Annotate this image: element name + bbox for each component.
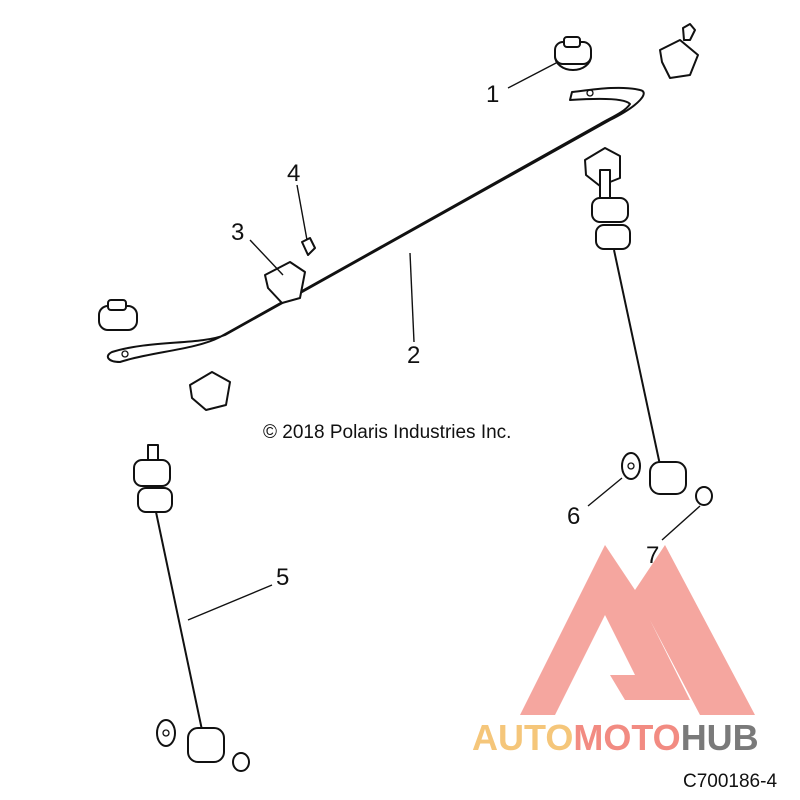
diagram-code: C700186-4 bbox=[683, 771, 777, 792]
callout-5: 5 bbox=[276, 564, 289, 591]
clamp-lower-left bbox=[189, 371, 231, 411]
leader-5 bbox=[187, 584, 273, 621]
callout-4: 4 bbox=[287, 160, 300, 187]
watermark-logo bbox=[520, 545, 755, 715]
callout-6: 6 bbox=[567, 503, 580, 530]
nut-left bbox=[232, 752, 250, 772]
sway-bar bbox=[106, 86, 645, 363]
leader-lines bbox=[187, 61, 701, 621]
clamp-center bbox=[264, 237, 316, 304]
bushing-left bbox=[98, 299, 138, 331]
bushing-top-right bbox=[554, 36, 592, 71]
leader-3 bbox=[249, 239, 284, 276]
callout-7: 7 bbox=[646, 542, 659, 569]
watermark-wordmark: AUTOMOTOHUB bbox=[472, 717, 759, 758]
watermark-word-auto: AUTO bbox=[472, 717, 573, 758]
callout-3: 3 bbox=[231, 219, 244, 246]
callout-2: 2 bbox=[407, 342, 420, 369]
leader-2 bbox=[409, 252, 415, 343]
clamp-top-right bbox=[659, 23, 699, 79]
callout-1: 1 bbox=[486, 81, 499, 108]
copyright-text: © 2018 Polaris Industries Inc. bbox=[263, 422, 511, 443]
leader-1 bbox=[507, 61, 559, 89]
stabilizer-link-right bbox=[591, 169, 687, 495]
clamp-right-mid bbox=[584, 147, 621, 187]
leader-6 bbox=[587, 477, 623, 507]
watermark-triangle-shape bbox=[520, 545, 755, 715]
stabilizer-link-left bbox=[133, 444, 225, 763]
leader-7 bbox=[661, 505, 701, 541]
leader-4 bbox=[296, 184, 308, 241]
washer-left bbox=[156, 719, 176, 747]
nut-right bbox=[695, 486, 713, 506]
watermark-word-moto: MOTO bbox=[573, 717, 680, 758]
washer-right bbox=[621, 452, 641, 480]
watermark-word-hub: HUB bbox=[681, 717, 759, 758]
